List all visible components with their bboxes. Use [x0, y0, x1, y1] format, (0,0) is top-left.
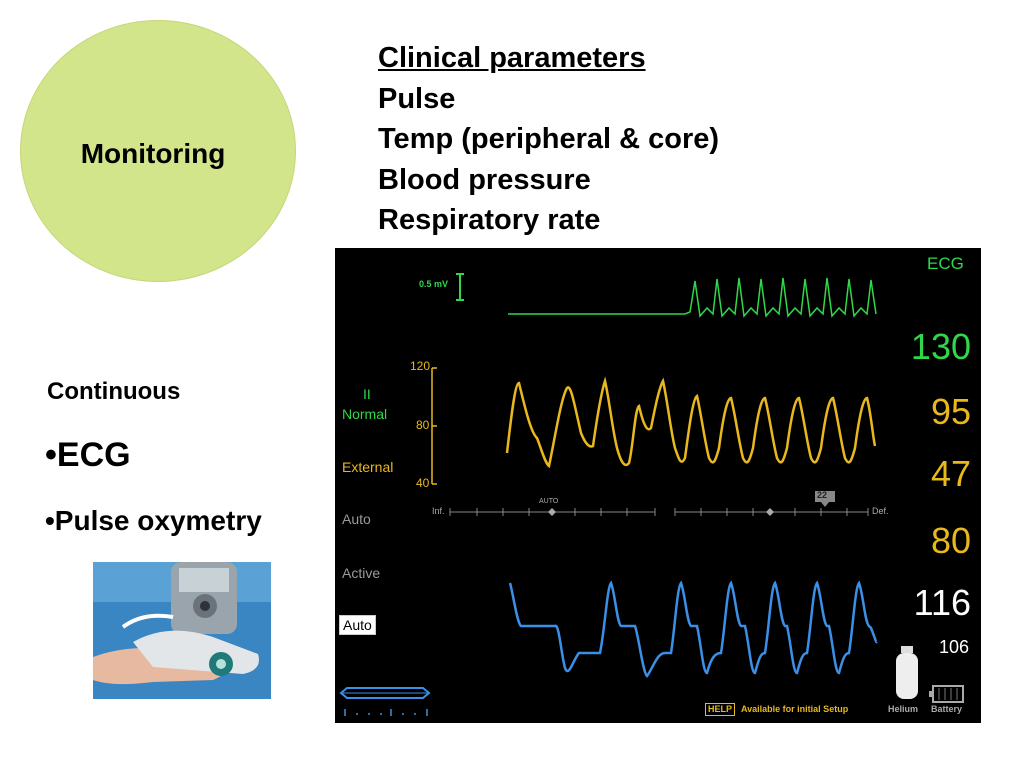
bp-tick-120: 120	[410, 359, 431, 373]
bp-tick-80: 80	[416, 418, 430, 432]
battery-label: Battery	[931, 704, 963, 714]
ecg-waveform	[508, 277, 877, 318]
rhythm-label: Normal	[342, 406, 388, 422]
helium-label: Helium	[888, 704, 919, 714]
patient-monitor-screen: ECG 0.5 mV II Normal External Auto Activ…	[335, 248, 981, 723]
scale-label: 0.5 mV	[419, 279, 449, 289]
continuous-heading: Continuous	[47, 378, 181, 405]
monitoring-circle: Monitoring	[20, 20, 296, 282]
timeline-left-label: Inf.	[432, 506, 445, 516]
timeline-marker-value: 22	[817, 490, 828, 500]
value-diastolic: 47	[930, 453, 971, 494]
value-pleth-primary: 116	[913, 582, 971, 623]
parameter-item: Respiratory rate	[378, 204, 601, 236]
lead-label: II	[363, 386, 371, 402]
bp-tick-40: 40	[416, 476, 430, 490]
timeline-right-label: Def.	[872, 506, 889, 516]
ecg-label: ECG	[927, 254, 964, 273]
clinical-parameters: Clinical parameters Pulse Temp (peripher…	[378, 38, 719, 241]
waveform-canvas	[339, 273, 964, 716]
pulse-oximeter-photo	[93, 562, 271, 699]
value-mean: 80	[930, 520, 971, 561]
mode-active: Active	[342, 565, 381, 581]
auto-button[interactable]: Auto	[339, 615, 376, 635]
parameters-heading: Clinical parameters	[378, 42, 646, 74]
parameter-item: Pulse	[378, 82, 456, 115]
mode-external: External	[342, 459, 394, 475]
mode-auto: Auto	[342, 511, 371, 527]
value-heart-rate: 130	[910, 326, 971, 367]
help-text: Available for initial Setup	[741, 704, 849, 714]
bullet-pulse-oxymetry: •Pulse oxymetry	[45, 505, 262, 536]
timeline-ticks	[449, 508, 869, 516]
parameter-item: Blood pressure	[378, 163, 591, 196]
help-badge[interactable]: HELP	[705, 703, 736, 716]
value-systolic: 95	[930, 391, 971, 432]
bullet-ecg: •ECG	[45, 436, 131, 474]
timeline-auto-label: AUTO	[539, 498, 559, 505]
value-pleth-secondary: 106	[938, 637, 969, 657]
bp-waveform	[505, 376, 877, 469]
helium-cylinder-icon	[896, 646, 918, 699]
monitoring-label: Monitoring	[80, 138, 226, 169]
battery-icon	[929, 685, 964, 703]
parameter-item: Temp (peripheral & core)	[378, 123, 720, 155]
pleth-waveform	[508, 580, 878, 678]
